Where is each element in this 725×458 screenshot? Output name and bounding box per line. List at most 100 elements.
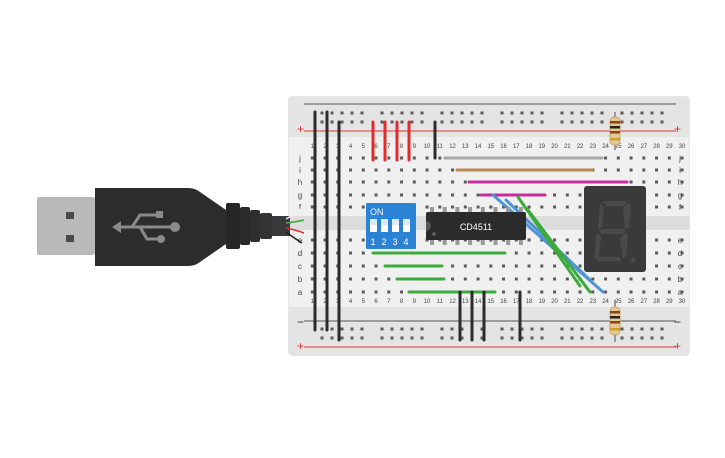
breadboard-hole: [655, 156, 659, 160]
rail-hole: [460, 327, 464, 331]
breadboard-hole: [502, 290, 506, 294]
breadboard-hole: [514, 251, 518, 255]
usb-wire-green: [285, 219, 305, 224]
rail-hole: [600, 120, 604, 124]
rail-hole: [630, 336, 634, 340]
dip-switch-knob: [403, 219, 410, 225]
breadboard-hole: [655, 277, 659, 281]
rail-hole: [380, 111, 384, 115]
wire-green[interactable]: [526, 208, 592, 294]
breadboard-hole: [655, 264, 659, 268]
rail-hole: [570, 111, 574, 115]
ic-pin: [468, 207, 473, 213]
breadboard-hole: [527, 264, 531, 268]
rail-hole: [580, 111, 584, 115]
ic-pin: [480, 207, 485, 213]
ic-chip[interactable]: CD4511: [426, 207, 526, 245]
breadboard-hole: [553, 277, 557, 281]
breadboard-hole: [438, 156, 442, 160]
breadboard-hole: [425, 168, 429, 172]
rail-hole: [660, 120, 664, 124]
column-number: 23: [589, 144, 596, 150]
column-labels: 1122334455667788991010111112121313141415…: [311, 144, 686, 305]
row-letter: j: [678, 154, 681, 163]
column-number: 14: [475, 144, 482, 150]
ic-pin: [493, 239, 498, 245]
column-number: 10: [424, 144, 431, 150]
ic-pin: [518, 239, 523, 245]
breadboard-hole: [476, 193, 480, 197]
rail-hole: [330, 327, 334, 331]
dip-switch-knob: [370, 219, 377, 225]
breadboard-hole: [374, 277, 378, 281]
rail-hole: [450, 120, 454, 124]
row-letter: h: [298, 178, 302, 187]
breadboard-hole: [412, 193, 416, 197]
dip-switch-slider[interactable]: [403, 219, 410, 232]
breadboard-hole: [349, 238, 353, 242]
segment-f: [598, 203, 604, 229]
breadboard-hole: [616, 156, 620, 160]
column-number: 26: [628, 144, 635, 150]
segment-e: [594, 233, 601, 259]
row-letter: a: [298, 288, 303, 297]
rail-hole: [540, 111, 544, 115]
rail-hole: [330, 111, 334, 115]
rail-hole: [390, 336, 394, 340]
rail-hole: [580, 336, 584, 340]
breadboard-hole: [629, 290, 633, 294]
breadboard-hole: [451, 205, 455, 209]
resistor-bottom[interactable]: [609, 300, 621, 342]
breadboard-hole: [361, 168, 365, 172]
dip-switch-slider[interactable]: [370, 219, 377, 232]
row-letter: b: [678, 275, 683, 284]
ic-pin: [442, 207, 447, 213]
breadboard-hole: [604, 156, 608, 160]
resistor-top[interactable]: [609, 112, 621, 150]
rail-hole: [510, 336, 514, 340]
column-number: 22: [577, 299, 584, 305]
dip-switch[interactable]: ON 1 2 3 4: [366, 203, 416, 249]
breadboard-hole: [425, 180, 429, 184]
rail-hole: [450, 111, 454, 115]
column-number: 24: [602, 299, 609, 305]
breadboard-hole: [451, 277, 455, 281]
breadboard-hole: [349, 205, 353, 209]
usb-cable[interactable]: [37, 188, 305, 266]
ic-pin: [455, 207, 460, 213]
breadboard-hole: [527, 238, 531, 242]
breadboard-hole: [616, 277, 620, 281]
breadboard-hole: [476, 205, 480, 209]
rail-hole: [460, 111, 464, 115]
breadboard-hole: [476, 277, 480, 281]
breadboard-hole: [655, 290, 659, 294]
breadboard-hole: [387, 290, 391, 294]
breadboard-hole: [374, 180, 378, 184]
segment-dp: [630, 257, 636, 263]
ic-pin: [506, 207, 511, 213]
column-number: 2: [323, 144, 327, 150]
usb-cable-end: [272, 216, 290, 236]
row-letter: a: [678, 288, 683, 297]
row-letter: h: [678, 178, 682, 187]
breadboard-hole: [667, 277, 671, 281]
seven-segment-display[interactable]: [584, 186, 646, 272]
breadboard-hole: [374, 193, 378, 197]
dip-switch-slider[interactable]: [392, 219, 399, 232]
breadboard-hole: [323, 193, 327, 197]
row-letter: g: [678, 191, 682, 200]
breadboard-hole: [374, 168, 378, 172]
bottom-power-rails: [289, 307, 689, 355]
ic-pin: [480, 239, 485, 245]
breadboard-hole: [387, 180, 391, 184]
column-number: 12: [449, 144, 456, 150]
breadboard-hole: [425, 205, 429, 209]
breadboard-hole: [323, 290, 327, 294]
resistor-band: [610, 328, 620, 331]
breadboard-hole: [463, 264, 467, 268]
rail-hole: [390, 120, 394, 124]
usb-strain-relief: [240, 207, 250, 245]
dip-switch-slider[interactable]: [381, 219, 388, 232]
resistor-band: [610, 126, 620, 129]
rail-hole: [540, 336, 544, 340]
